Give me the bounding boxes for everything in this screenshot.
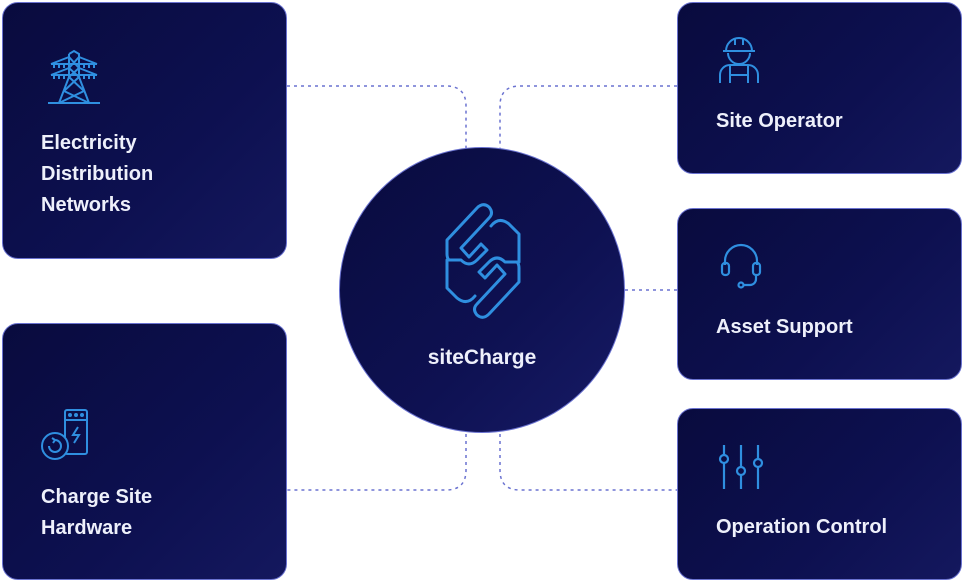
sitecharge-hub: siteCharge <box>339 147 625 433</box>
connector-edn <box>287 85 467 150</box>
transmission-tower-icon <box>48 49 100 104</box>
node-label: Operation Control <box>716 516 888 538</box>
node-card-hardware: Charge Site Hardware <box>2 323 287 580</box>
connector-hardware <box>287 434 467 491</box>
connector-control <box>499 434 677 491</box>
worker-icon <box>719 37 759 83</box>
node-card-support: Asset Support <box>677 208 962 380</box>
node-label: Asset Support <box>716 316 853 338</box>
node-label-line: Networks <box>41 194 132 216</box>
node-label: Site Operator <box>716 110 843 132</box>
headset-icon <box>720 243 762 289</box>
brand-name: siteCharge <box>427 346 537 369</box>
sliders-icon <box>718 445 764 489</box>
charger-hardware-icon <box>41 409 88 460</box>
node-label-line: Distribution <box>41 163 154 185</box>
node-card-edn: Electricity Distribution Networks <box>2 2 287 259</box>
node-label-line: Electricity <box>41 132 137 154</box>
node-card-operator: Site Operator <box>677 2 962 174</box>
sitecharge-logo-icon <box>445 203 521 319</box>
connector-operator <box>499 85 677 150</box>
node-label-line: Hardware <box>41 517 133 539</box>
node-label-line: Charge Site <box>41 486 153 508</box>
node-card-control: Operation Control <box>677 408 962 580</box>
